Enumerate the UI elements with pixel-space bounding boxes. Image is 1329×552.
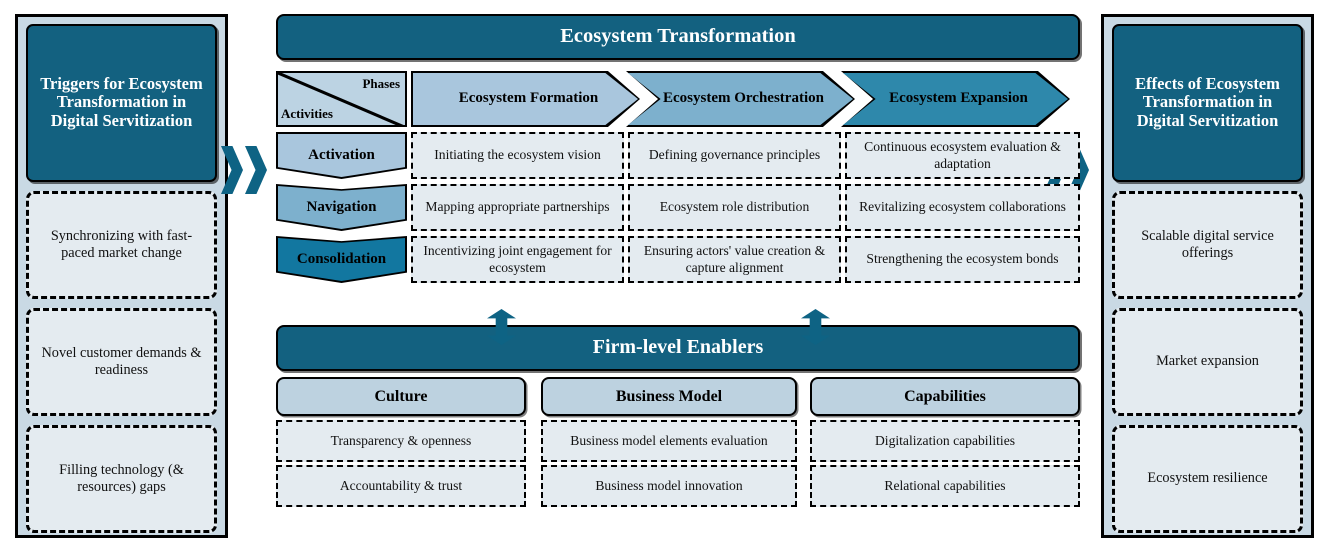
activity-row-navigation: Navigation Mapping appropriate partnersh… [276,184,1080,231]
effects-panel: Effects of Ecosystem Transformation in D… [1101,14,1314,538]
matrix-cell-navigation-formation: Mapping appropriate partnerships [411,184,624,231]
left-flow-arrow-icon [221,146,267,194]
enabler-cell-culture-1: Transparency & openness [276,420,526,462]
enabler-cell-capabilities-2: Relational capabilities [810,465,1080,507]
triggers-panel: Triggers for Ecosystem Transformation in… [15,14,228,538]
matrix-cell-activation-expansion: Continuous ecosystem evaluation & adapta… [845,132,1080,179]
matrix-cell-consolidation-formation: Incentivizing joint engagement for ecosy… [411,236,624,283]
matrix-cell-activation-formation: Initiating the ecosystem vision [411,132,624,179]
effect-item-3: Ecosystem resilience [1112,425,1303,533]
enabler-row-1: Transparency & openness Business model e… [276,420,1080,462]
enabler-header-row: Culture Business Model Capabilities [276,377,1080,416]
phase-ecosystem-orchestration[interactable]: Ecosystem Orchestration [626,71,855,127]
matrix-cell-navigation-orchestration: Ecosystem role distribution [628,184,841,231]
matrix-cell-activation-orchestration: Defining governance principles [628,132,841,179]
effect-item-2: Market expansion [1112,308,1303,416]
enabler-cell-capabilities-1: Digitalization capabilities [810,420,1080,462]
enabler-row-2: Accountability & trust Business model in… [276,465,1080,507]
enabler-header-business-model[interactable]: Business Model [541,377,797,416]
activity-row-activation: Activation Initiating the ecosystem visi… [276,132,1080,179]
effect-item-1: Scalable digital service offerings [1112,191,1303,299]
phase-ecosystem-expansion[interactable]: Ecosystem Expansion [841,71,1070,127]
phases-axis-label: Phases [362,76,400,91]
activity-label-consolidation[interactable]: Consolidation [276,236,407,283]
activity-label-text: Activation [308,147,375,163]
diagonal-divider-icon [278,73,405,128]
matrix-corner-cell: Phases Activities [276,71,407,128]
trigger-item-1: Synchronizing with fast-paced market cha… [26,191,217,299]
matrix-cell-consolidation-expansion: Strengthening the ecosystem bonds [845,236,1080,283]
effects-panel-title: Effects of Ecosystem Transformation in D… [1112,24,1303,182]
enabler-cell-business-model-2: Business model innovation [541,465,797,507]
phase-label: Ecosystem Expansion [889,90,1028,107]
phase-ecosystem-formation[interactable]: Ecosystem Formation [411,71,640,127]
enabler-header-culture[interactable]: Culture [276,377,526,416]
matrix-cell-consolidation-orchestration: Ensuring actors' value creation & captur… [628,236,841,283]
trigger-item-3: Filling technology (& resources) gaps [26,425,217,533]
activity-label-text: Navigation [306,199,377,215]
phase-label: Ecosystem Formation [458,90,599,107]
matrix-cell-navigation-expansion: Revitalizing ecosystem collaborations [845,184,1080,231]
ecosystem-transformation-banner: Ecosystem Transformation [276,14,1080,60]
phase-label: Ecosystem Orchestration [663,90,824,107]
activity-label-activation[interactable]: Activation [276,132,407,179]
firm-level-enablers-banner: Firm-level Enablers [276,325,1080,371]
activity-label-text: Consolidation [296,251,387,267]
ecosystem-transformation-section: Ecosystem Transformation Phases Activiti… [276,14,1080,507]
enabler-cell-business-model-1: Business model elements evaluation [541,420,797,462]
activities-axis-label: Activities [281,106,333,121]
phase-header-row: Phases Activities Ecosystem Formation Ec… [276,71,1080,128]
triggers-panel-title: Triggers for Ecosystem Transformation in… [26,24,217,182]
enabler-cell-culture-2: Accountability & trust [276,465,526,507]
chevron-right-icon [245,146,267,194]
enabler-header-capabilities[interactable]: Capabilities [810,377,1080,416]
trigger-item-2: Novel customer demands & readiness [26,308,217,416]
chevron-right-icon [221,146,243,194]
activity-row-consolidation: Consolidation Incentivizing joint engage… [276,236,1080,283]
activity-label-navigation[interactable]: Navigation [276,184,407,231]
